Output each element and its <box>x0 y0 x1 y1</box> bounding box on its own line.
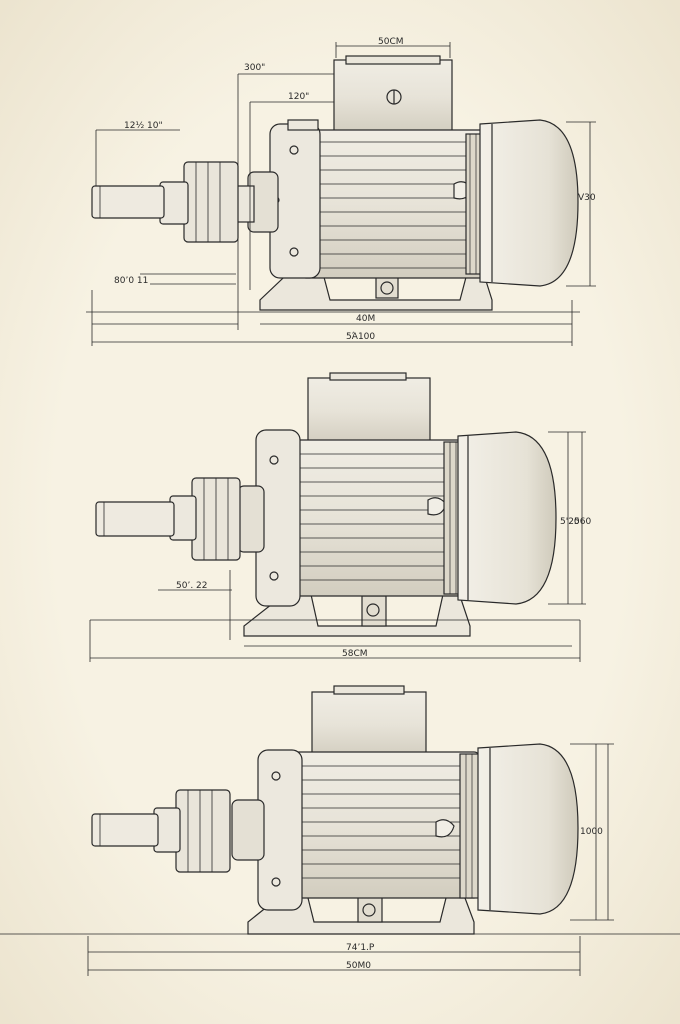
terminal-box <box>311 691 427 759</box>
dim-shaft-length: 12½ 10" <box>124 121 163 131</box>
dim-flange-offset: 120" <box>288 92 309 102</box>
dimensions-top <box>86 42 596 346</box>
fan-cover <box>477 743 579 915</box>
dim-shaft-offset: 300" <box>244 63 265 73</box>
dim-overall-length: 5Ά100 <box>346 332 375 342</box>
fan-cover <box>479 119 579 287</box>
motor-view-bottom <box>91 685 579 935</box>
terminal-box <box>333 59 453 135</box>
shaft <box>91 185 165 219</box>
dim-base-length: 40М <box>356 314 375 324</box>
dim-height-a: 5'20 <box>560 517 580 527</box>
dim-height: 1000 <box>580 827 603 837</box>
motor-housing <box>279 439 467 597</box>
motor-view-middle <box>95 372 557 637</box>
coupling <box>175 789 231 873</box>
dim-top-width: 50CM <box>378 37 404 47</box>
dim-base-length: 74ʼ1.P <box>346 943 375 953</box>
coupling <box>183 161 239 243</box>
fan-cover <box>457 431 557 605</box>
shaft <box>95 501 175 537</box>
motor-housing <box>299 129 491 279</box>
dim-shaft-height: 50ʼ. 22 <box>176 581 208 591</box>
shaft <box>91 813 159 847</box>
dim-height-b: 560 <box>574 517 591 527</box>
motor-view-top <box>91 55 579 311</box>
dim-overall-length: 50M0 <box>346 961 371 971</box>
dim-overall-length: 58CM <box>342 649 368 659</box>
dimensions-bottom <box>0 743 680 976</box>
dimensions-middle <box>89 431 586 662</box>
dim-height: V30 <box>578 193 596 203</box>
terminal-box <box>307 377 431 445</box>
dim-shaft-height: 80ʼ0 11 <box>114 276 148 286</box>
